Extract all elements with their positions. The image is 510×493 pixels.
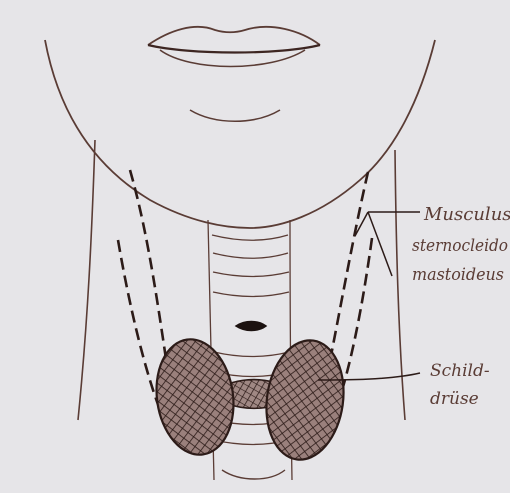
label-sternocleido: sternocleido — [412, 236, 508, 256]
thyroid-left-lobe — [149, 334, 240, 459]
mouth-line — [148, 45, 320, 53]
label-mastoideus: mastoideus — [412, 265, 504, 285]
upper-lip — [148, 27, 320, 45]
label-druese: drüse — [430, 389, 479, 409]
jugular-notch — [222, 470, 285, 479]
neck-left-outline — [78, 140, 95, 420]
chin-crease — [190, 110, 280, 121]
jaw-outline — [45, 40, 435, 228]
label-schild: Schild- — [430, 361, 490, 381]
neck-right-outline — [395, 150, 405, 420]
larynx-mark — [236, 322, 266, 331]
muscle-leader-line — [355, 212, 420, 276]
label-musculus: Musculus — [423, 204, 510, 225]
